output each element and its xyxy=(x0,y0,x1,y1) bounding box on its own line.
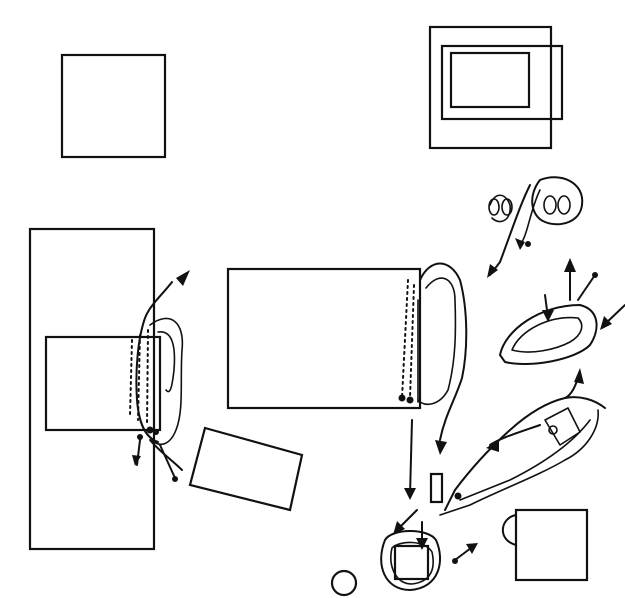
loop-top-right-figures xyxy=(487,176,584,278)
square-table-top-left xyxy=(60,53,167,159)
loop-bottom-square xyxy=(380,509,478,591)
loop-left-table xyxy=(129,270,190,482)
loop-diagonal-bottom-right xyxy=(439,368,606,516)
round-stool xyxy=(330,569,358,597)
tall-table-left xyxy=(28,227,156,551)
loop-right-oval xyxy=(499,258,625,365)
tilted-box-center xyxy=(188,426,304,512)
small-slot xyxy=(429,472,444,504)
small-square-bottom xyxy=(393,544,430,581)
loop-center-table xyxy=(398,262,468,500)
chair-bottom-right xyxy=(501,508,589,582)
nested-box-top-right xyxy=(428,25,564,150)
large-table-center xyxy=(226,267,422,410)
inner-table-left xyxy=(44,335,162,432)
